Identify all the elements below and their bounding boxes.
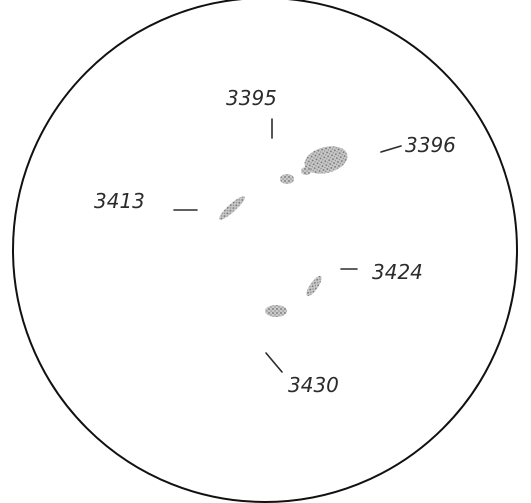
sunspot-3395 xyxy=(280,174,294,184)
label-3395: 3395 xyxy=(226,86,277,110)
label-3413: 3413 xyxy=(94,189,145,213)
sunspot-3396-trailing xyxy=(301,167,311,175)
label-3430: 3430 xyxy=(288,373,339,397)
sunspot-3430 xyxy=(265,305,287,317)
solar-disk-outline xyxy=(13,0,517,502)
label-3396: 3396 xyxy=(405,133,456,157)
label-3424: 3424 xyxy=(372,260,423,284)
